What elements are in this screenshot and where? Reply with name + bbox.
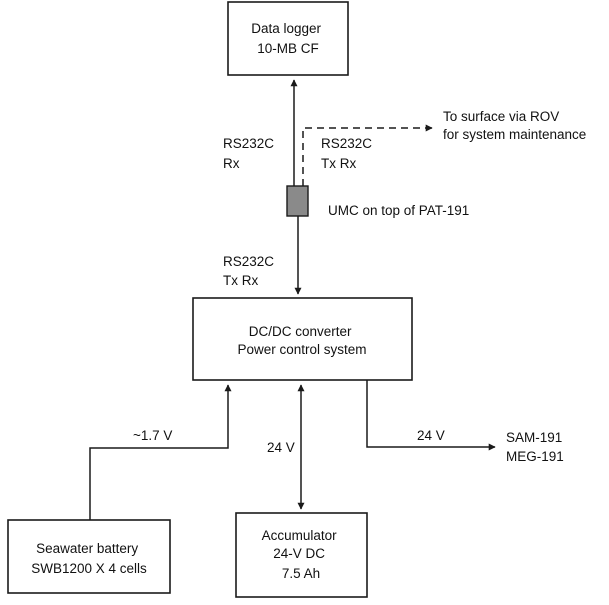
converter-label: DC/DC converter Power control system [237,324,366,357]
accumulator-voltage-label: 24 V [267,440,295,455]
converter-link-label: RS232C Tx Rx [223,254,278,288]
surface-label: To surface via ROV for system maintenanc… [443,109,586,142]
data-logger-label: Data logger 10-MB CF [251,21,325,56]
umc-block [286,185,309,217]
data-logger-box [227,1,349,76]
output-voltage-label: 24 V [417,428,445,443]
logger-rx-label: RS232C Rx [223,136,278,171]
accumulator-box [235,512,368,598]
battery-box [7,519,171,594]
battery-voltage-label: ~1.7 V [133,428,172,443]
output-arrow [366,380,496,451]
battery-label: Seawater battery SWB1200 X 4 cells [31,541,147,576]
surface-dashed-arrow [302,124,433,186]
surface-link-label: RS232C Tx Rx [321,136,376,171]
converter-box [192,297,413,381]
accumulator-label: Accumulator 24-V DC 7.5 Ah [262,528,341,581]
battery-arrow [89,384,232,520]
umc-label: UMC on top of PAT-191 [328,203,469,218]
sensors-label: SAM-191 MEG-191 [506,430,566,464]
